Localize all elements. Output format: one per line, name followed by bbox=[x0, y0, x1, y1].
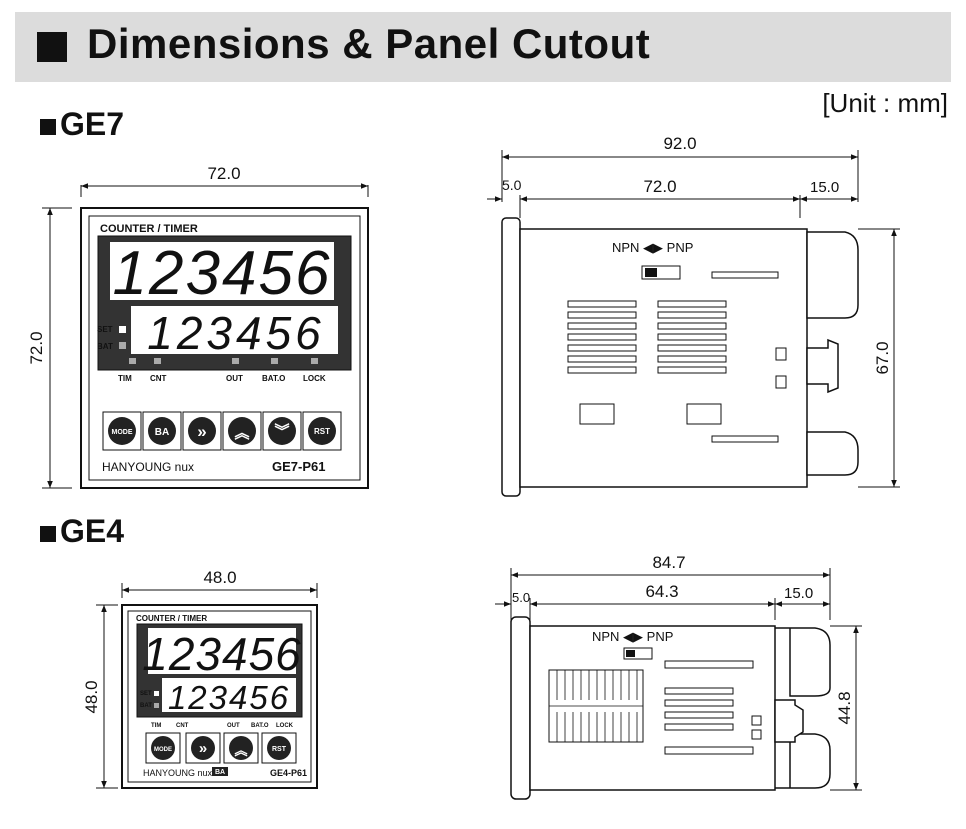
section-label-ge4: GE4 bbox=[40, 513, 124, 550]
ge7-side-body: 72.0 bbox=[643, 177, 676, 196]
ge4-side-view: 84.7 64.3 5.0 15.0 44.8 NPN ◀▶ PNP bbox=[495, 553, 862, 800]
ge7-ind-bato: BAT.O bbox=[262, 374, 285, 383]
ge7-side-height: 67.0 bbox=[873, 341, 892, 374]
ge7-brand: HANYOUNG nux bbox=[102, 460, 194, 474]
ge7-side-front: 5.0 bbox=[502, 177, 522, 193]
ge4-side-rear: 15.0 bbox=[784, 585, 813, 602]
ge4-ind-out: OUT bbox=[227, 723, 240, 729]
ge7-header-label: COUNTER / TIMER bbox=[100, 223, 198, 235]
title-bar: Dimensions & Panel Cutout bbox=[15, 12, 951, 82]
ge7-front-height: 72.0 bbox=[27, 331, 46, 364]
ge7-model: GE7-P61 bbox=[272, 459, 325, 474]
ge7-side-view: 92.0 72.0 5.0 15.0 67.0 NPN ◀▶ PNP bbox=[487, 134, 900, 497]
ge7-ind-lock: LOCK bbox=[303, 374, 326, 383]
section-square-icon bbox=[40, 119, 56, 135]
section-label-ge7: GE7 bbox=[40, 106, 124, 143]
section-label-text: GE7 bbox=[60, 106, 125, 142]
ge7-down-button[interactable]: ︾ bbox=[274, 423, 289, 440]
ge4-rst-button[interactable]: RST bbox=[272, 746, 287, 753]
ge4-npn-pnp-label: NPN ◀▶ PNP bbox=[592, 629, 673, 644]
ge7-mode-button[interactable]: MODE bbox=[112, 429, 133, 436]
ge4-ind-bat: BAT bbox=[140, 703, 152, 709]
ge7-side-rear: 15.0 bbox=[810, 179, 839, 196]
set-led bbox=[119, 326, 126, 333]
ge4-button-row: MODE » ︽ RST bbox=[145, 732, 297, 764]
ge4-display-main: 123456 bbox=[142, 628, 302, 680]
unit-label: [Unit : mm] bbox=[822, 88, 948, 118]
ge4-up-button[interactable]: ︽ bbox=[234, 743, 247, 758]
ge4-header-label: COUNTER / TIMER bbox=[136, 614, 207, 623]
ge7-rst-button[interactable]: RST bbox=[314, 427, 330, 436]
ge7-front-view: 72.0 72.0 COUNTER / TIMER 123456 123456 … bbox=[27, 164, 369, 489]
ge4-brand: HANYOUNG nux bbox=[143, 768, 213, 778]
ge7-ind-cnt: CNT bbox=[150, 374, 167, 383]
ge4-front-height: 48.0 bbox=[82, 680, 101, 713]
bat-led bbox=[119, 342, 126, 349]
ge4-ind-set: SET bbox=[140, 691, 152, 697]
ge7-ind-bat: BAT bbox=[97, 342, 113, 351]
ge7-button-row: MODE BA » ︽ ︾ RST bbox=[102, 411, 342, 451]
ge4-side-body: 64.3 bbox=[645, 582, 678, 601]
ge7-ind-tim: TIM bbox=[118, 374, 132, 383]
ge4-ind-bato: BAT.O bbox=[251, 723, 269, 729]
ge7-side-total: 92.0 bbox=[663, 134, 696, 153]
ge4-model: GE4-P61 bbox=[270, 768, 307, 778]
ge7-front-width: 72.0 bbox=[207, 164, 240, 183]
ge4-display-sub: 123456 bbox=[168, 679, 290, 716]
ge4-side-height: 44.8 bbox=[835, 691, 854, 724]
ge7-shift-button[interactable]: » bbox=[197, 422, 206, 441]
section-label-text: GE4 bbox=[60, 513, 125, 549]
ge7-display-sub: 123456 bbox=[147, 307, 325, 359]
page-title: Dimensions & Panel Cutout bbox=[87, 20, 651, 67]
ge4-side-front: 5.0 bbox=[512, 590, 530, 605]
ge7-ba-button[interactable]: BA bbox=[155, 427, 169, 438]
ge4-front-view: 48.0 48.0 COUNTER / TIMER 123456 123456 … bbox=[82, 568, 318, 789]
ge7-npn-pnp-label: NPN ◀▶ PNP bbox=[612, 240, 693, 255]
ge4-shift-button[interactable]: » bbox=[199, 740, 207, 757]
ge4-ba-tag: BA bbox=[215, 769, 225, 776]
ge7-ind-out: OUT bbox=[226, 374, 243, 383]
ge4-front-width: 48.0 bbox=[203, 568, 236, 587]
ge4-mode-button[interactable]: MODE bbox=[154, 747, 172, 753]
ge7-ind-set: SET bbox=[97, 325, 113, 334]
ge4-side-total: 84.7 bbox=[652, 553, 685, 572]
title-square-icon bbox=[37, 32, 67, 62]
ge4-ind-tim: TIM bbox=[151, 723, 161, 729]
section-square-icon bbox=[40, 526, 56, 542]
ge7-up-button[interactable]: ︽ bbox=[234, 425, 249, 442]
ge4-npn-pnp-switch[interactable] bbox=[623, 647, 653, 660]
ge4-ind-cnt: CNT bbox=[176, 723, 189, 729]
ge7-display-main: 123456 bbox=[113, 239, 332, 308]
ge4-ind-lock: LOCK bbox=[276, 723, 294, 729]
